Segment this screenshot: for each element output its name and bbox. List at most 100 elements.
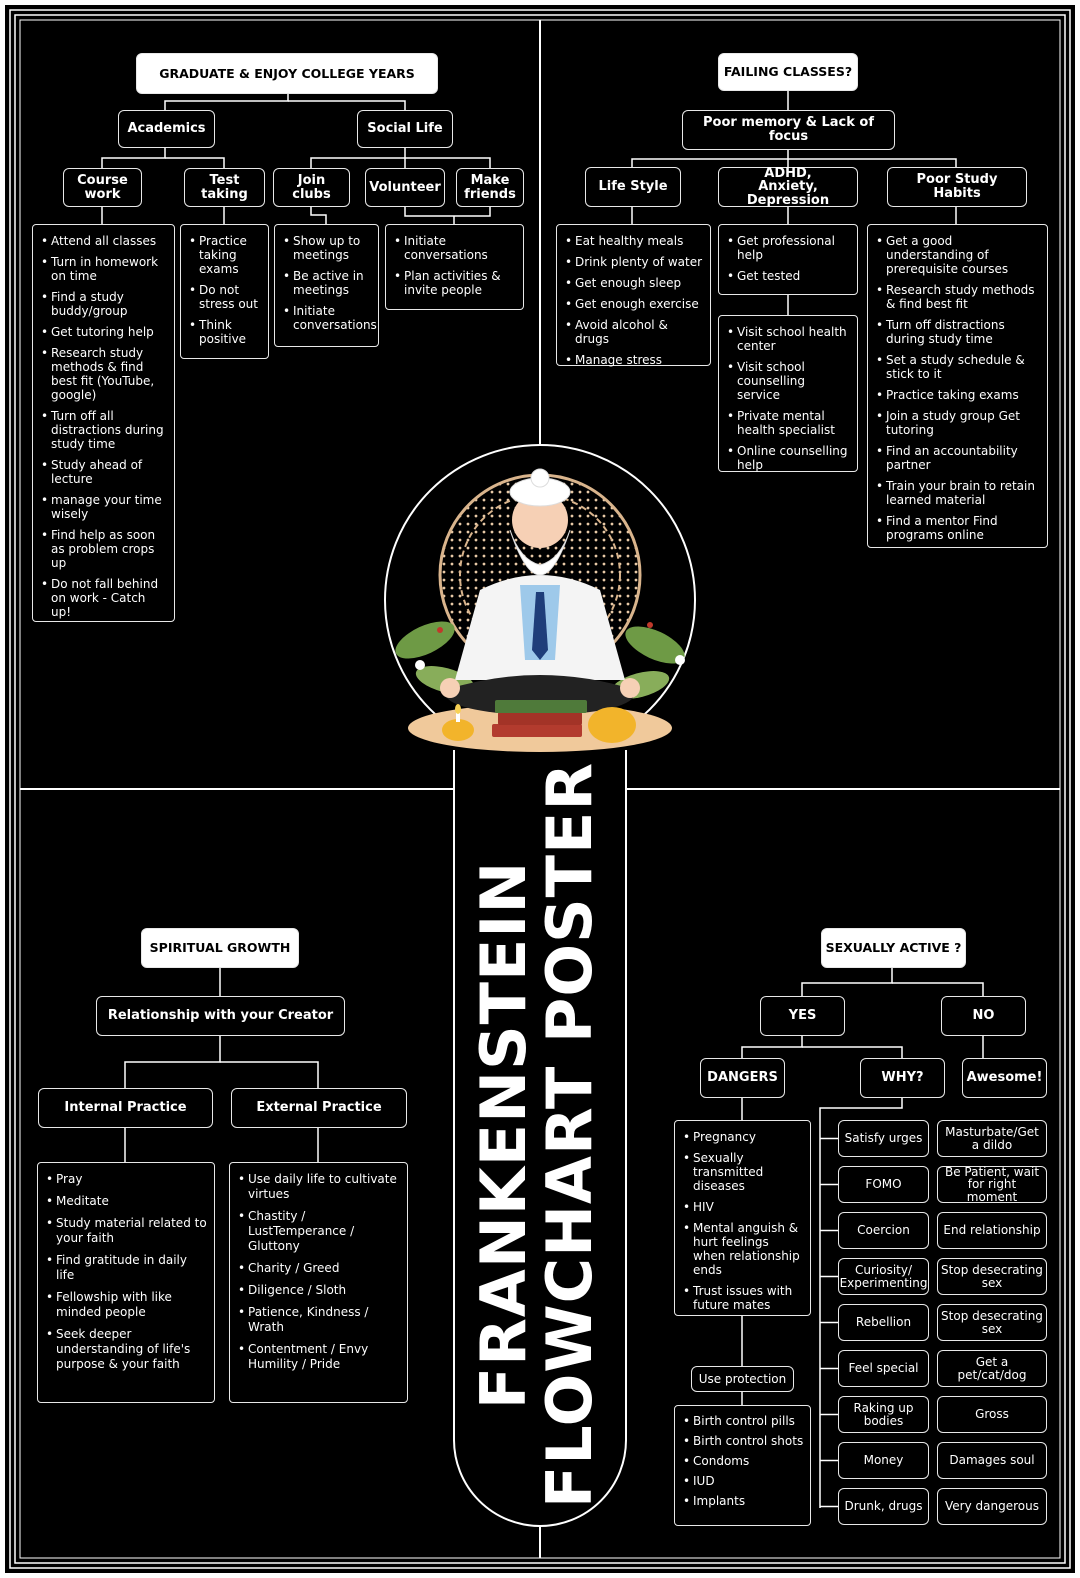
why-answer: Very dangerous <box>937 1488 1047 1525</box>
list-item: Join a study group Get tutoring <box>876 409 1041 437</box>
q3-internal-practice: Internal Practice <box>38 1088 213 1128</box>
q1-root: GRADUATE & ENJOY COLLEGE YEARS <box>136 53 438 94</box>
q4-awesome: Awesome! <box>962 1058 1047 1098</box>
list-item: Initiate conversations <box>283 304 377 332</box>
list-item: manage your time wisely <box>41 493 168 521</box>
list-item: Visit school counselling service <box>727 360 851 402</box>
list-item: Drink plenty of water <box>565 255 704 269</box>
list-item: Think positive <box>189 318 262 346</box>
title-line-2: FLOWCHART POSTER <box>533 761 606 1509</box>
q4-yes: YES <box>760 996 845 1036</box>
list-item: Practice taking exams <box>189 234 262 276</box>
list-item: Find gratitude in daily life <box>46 1253 208 1283</box>
list-item: Trust issues with future mates <box>683 1284 804 1312</box>
q4-no: NO <box>941 996 1026 1036</box>
list-item: Eat healthy meals <box>565 234 704 248</box>
q3-root: SPIRITUAL GROWTH <box>141 928 299 968</box>
list-item: Private mental health specialist <box>727 409 851 437</box>
why-answer: End relationship <box>937 1212 1047 1249</box>
list-item: Fellowship with like minded people <box>46 1290 208 1320</box>
q1-make-friends: Make friends <box>456 168 524 207</box>
list-item: Pray <box>46 1172 208 1187</box>
why-reason: Drunk, drugs <box>838 1488 929 1525</box>
q3-relationship: Relationship with your Creator <box>96 996 345 1036</box>
list-item: Contentment / Envy Humility / Pride <box>238 1342 401 1372</box>
q2-root: FAILING CLASSES? <box>718 53 858 91</box>
list-item: Turn off all distractions during study t… <box>41 409 168 451</box>
q4-why: WHY? <box>860 1058 945 1098</box>
q1-volunteer: Volunteer <box>365 168 445 207</box>
q2-study-habits-list: Get a good understanding of prerequisite… <box>867 224 1048 548</box>
q1-course-work: Course work <box>63 168 142 207</box>
list-item: Meditate <box>46 1194 208 1209</box>
list-item: Find a study buddy/group <box>41 290 168 318</box>
list-item: Birth control pills <box>683 1415 804 1429</box>
q4-dangers: DANGERS <box>700 1058 785 1098</box>
list-item: Get enough exercise <box>565 297 704 311</box>
q1-join-clubs: Join clubs <box>273 168 350 207</box>
title-line-1: FRANKENSTEIN <box>467 860 540 1410</box>
q2-life-style-list: Eat healthy mealsDrink plenty of waterGe… <box>556 224 711 367</box>
list-item: Charity / Greed <box>238 1261 401 1276</box>
why-reason: FOMO <box>838 1166 929 1203</box>
list-item: Practice taking exams <box>876 388 1041 402</box>
poster-title: FRANKENSTEIN FLOWCHART POSTER <box>467 761 606 1509</box>
q4-use-protection: Use protection <box>691 1366 794 1392</box>
list-item: Plan activities & invite people <box>394 269 517 297</box>
why-answer: Stop desecrating sex <box>937 1304 1047 1341</box>
list-item: Research study methods & find best fit (… <box>41 346 168 402</box>
q1-join-clubs-list: Show up to meetingsBe active in meetings… <box>274 224 379 347</box>
why-answer: Stop desecrating sex <box>937 1258 1047 1295</box>
list-item: Find help as soon as problem crops up <box>41 528 168 570</box>
list-item: Patience, Kindness / Wrath <box>238 1305 401 1335</box>
q3-internal-list: PrayMeditateStudy material related to yo… <box>37 1162 215 1403</box>
why-reason: Money <box>838 1442 929 1479</box>
list-item: Do not fall behind on work - Catch up! <box>41 577 168 619</box>
q2-study-habits: Poor Study Habits <box>887 167 1027 207</box>
q2-life-style: Life Style <box>585 167 681 207</box>
why-reason: Satisfy urges <box>838 1120 929 1157</box>
q2-adhd-help-list: Visit school health centerVisit school c… <box>718 315 858 472</box>
list-item: Get tested <box>727 269 851 283</box>
list-item: Get professional help <box>727 234 851 262</box>
q3-external-practice: External Practice <box>231 1088 407 1128</box>
list-item: Turn in homework on time <box>41 255 168 283</box>
list-item: Use daily life to cultivate virtues <box>238 1172 401 1202</box>
why-answer: Masturbate/Get a dildo <box>937 1120 1047 1157</box>
q2-cause: Poor memory & Lack of focus <box>682 110 895 150</box>
list-item: Avoid alcohol & drugs <box>565 318 704 346</box>
q2-adhd-list: Get professional helpGet tested <box>718 224 858 295</box>
list-item: Pregnancy <box>683 1130 804 1144</box>
list-item: Initiate conversations <box>394 234 517 262</box>
list-item: IUD <box>683 1475 804 1489</box>
list-item: Train your brain to retain learned mater… <box>876 479 1041 507</box>
why-reason: Feel special <box>838 1350 929 1387</box>
list-item: Get tutoring help <box>41 325 168 339</box>
why-reason: Curiosity/ Experimenting <box>838 1258 929 1295</box>
list-item: Find a mentor Find programs online <box>876 514 1041 542</box>
list-item: Implants <box>683 1495 804 1509</box>
q1-academics: Academics <box>118 110 215 148</box>
q4-root: SEXUALLY ACTIVE ? <box>821 928 966 968</box>
list-item: HIV <box>683 1200 804 1214</box>
q2-adhd: ADHD, Anxiety, Depression <box>718 166 858 207</box>
list-item: Mental anguish & hurt feelings when rela… <box>683 1221 804 1277</box>
list-item: Diligence / Sloth <box>238 1283 401 1298</box>
list-item: Birth control shots <box>683 1435 804 1449</box>
list-item: Seek deeper understanding of life's purp… <box>46 1327 208 1372</box>
list-item: Online counselling help <box>727 444 851 472</box>
list-item: Sexually transmitted diseases <box>683 1151 804 1193</box>
q3-external-list: Use daily life to cultivate virtuesChast… <box>229 1162 408 1403</box>
q1-course-work-list: Attend all classesTurn in homework on ti… <box>32 224 175 622</box>
q4-dangers-list: PregnancySexually transmitted diseasesHI… <box>674 1120 811 1316</box>
why-answer: Be Patient, wait for right moment <box>937 1165 1047 1203</box>
list-item: Be active in meetings <box>283 269 372 297</box>
list-item: Get enough sleep <box>565 276 704 290</box>
list-item: Turn off distractions during study time <box>876 318 1041 346</box>
why-answer: Damages soul <box>937 1442 1047 1479</box>
list-item: Attend all classes <box>41 234 168 248</box>
q1-friends-list: Initiate conversationsPlan activities & … <box>385 224 524 310</box>
q1-test-taking: Test taking <box>184 168 265 207</box>
why-answer: Gross <box>937 1396 1047 1433</box>
